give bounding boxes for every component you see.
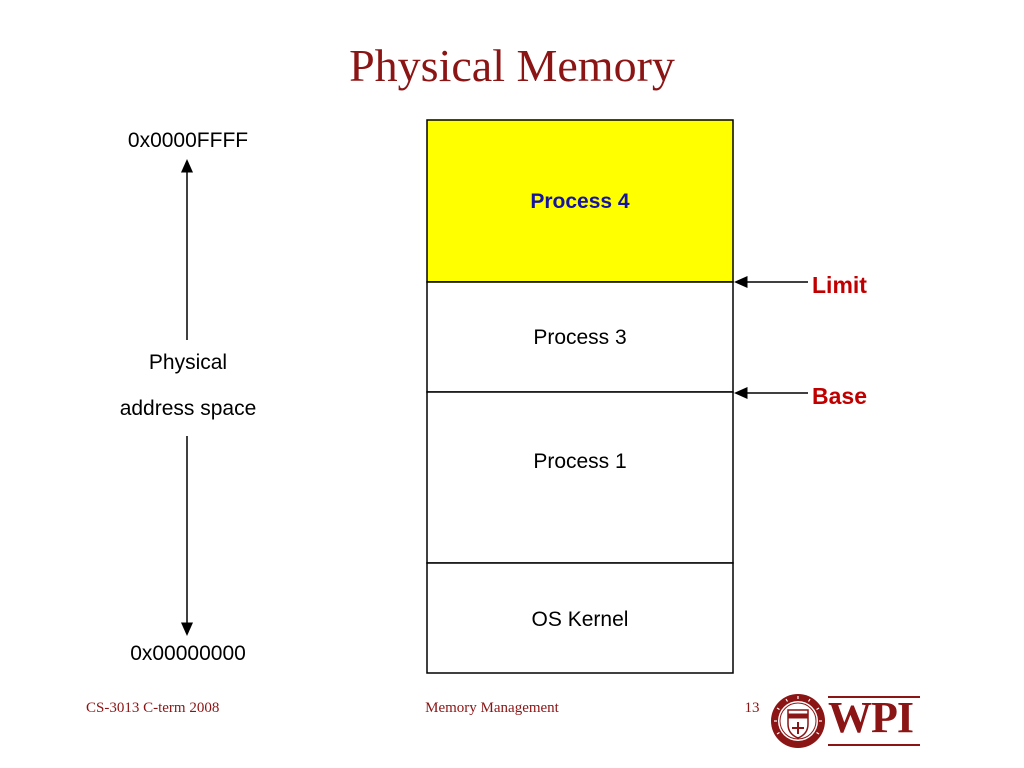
wpi-logo-rule-bottom: [828, 744, 920, 746]
wpi-seal-icon: [771, 694, 825, 748]
segment-os-kernel: [426, 562, 734, 674]
wpi-logo-rule-top: [828, 696, 920, 698]
segment-process-3: [426, 281, 734, 393]
address-space-label-line2: address space: [119, 397, 257, 420]
wpi-logo: WPI: [770, 688, 920, 754]
wpi-logo-text: WPI: [828, 693, 914, 742]
segment-label-os-kernel: OS Kernel: [531, 608, 629, 631]
segment-process-4: [426, 119, 734, 283]
segment-process-1: [426, 391, 734, 564]
base-label: Base: [812, 383, 867, 409]
footer-topic: Memory Management: [425, 700, 559, 716]
limit-label: Limit: [812, 272, 867, 298]
segment-label-process-4: Process 4: [530, 190, 630, 213]
segment-label-process-1: Process 1: [533, 450, 627, 473]
slide-title: Physical Memory: [349, 40, 675, 91]
address-space-label-line1: Physical: [148, 351, 228, 374]
footer-course: CS-3013 C-term 2008: [86, 700, 220, 716]
top-address-label: 0x0000FFFF: [127, 129, 249, 152]
footer-page-number: 13: [744, 700, 760, 716]
bottom-address-label: 0x00000000: [130, 642, 246, 665]
segment-label-process-3: Process 3: [533, 326, 627, 349]
